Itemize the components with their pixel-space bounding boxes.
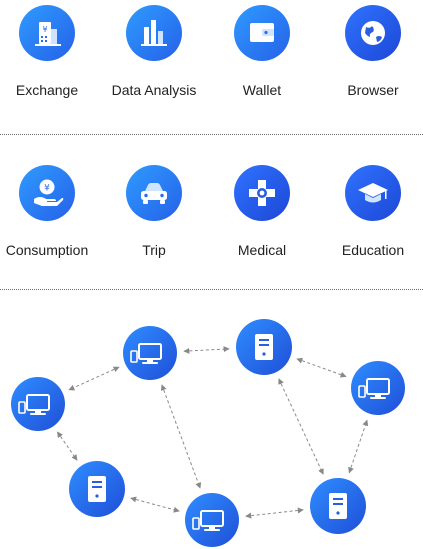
network-node-computer (351, 361, 405, 415)
network-node-computer (185, 493, 239, 547)
network-link-n1-n6 (160, 384, 202, 489)
medical-cross-icon (234, 165, 290, 221)
feature-label: Data Analysis (111, 82, 197, 98)
feature-row-1: ¥ Exchange Data Analysis W (0, 5, 423, 115)
feature-label: Exchange (15, 82, 79, 98)
network-link-n3-n5 (56, 431, 78, 461)
wallet-icon (234, 5, 290, 61)
feature-label: Education (341, 242, 405, 258)
bar-chart-icon (126, 5, 182, 61)
computer-node-circle (11, 377, 65, 431)
network-node-server (69, 461, 125, 517)
section-divider (0, 134, 423, 135)
network-links (56, 346, 369, 519)
feature-label: Wallet (242, 82, 282, 98)
feature-label: Trip (142, 242, 166, 258)
network-link-n6-n7 (245, 507, 304, 519)
server-icon (88, 476, 106, 502)
svg-text:¥: ¥ (44, 184, 50, 194)
network-link-n5-n6 (130, 496, 180, 513)
exchange-building-icon: ¥ (19, 5, 75, 61)
network-link-n7-n4 (348, 419, 369, 474)
feature-label: Consumption (5, 242, 89, 258)
network-diagram (11, 319, 405, 547)
car-icon (126, 165, 182, 221)
computer-icon (358, 378, 390, 399)
section-divider (0, 289, 423, 290)
network-link-n2-n4 (296, 357, 347, 378)
network-link-n1-n3 (68, 366, 120, 391)
network-node-computer (123, 326, 177, 380)
feature-row-2: ¥ Consumption Trip Medical (0, 165, 423, 275)
feature-label: Medical (237, 242, 287, 258)
globe-icon (345, 5, 401, 61)
svg-text:¥: ¥ (42, 25, 47, 34)
computer-node-circle (185, 493, 239, 547)
network-node-computer (11, 377, 65, 431)
graduation-cap-icon (345, 165, 401, 221)
network-link-n2-n7 (278, 378, 324, 475)
server-icon (255, 334, 273, 360)
computer-icon (192, 510, 224, 531)
computer-node-circle (351, 361, 405, 415)
feature-label: Browser (347, 82, 399, 98)
network-link-n1-n2 (183, 346, 230, 354)
computer-node-circle (123, 326, 177, 380)
network-node-server (236, 319, 292, 375)
network-nodes (11, 319, 405, 547)
computer-icon (130, 343, 162, 364)
network-node-server (310, 478, 366, 534)
computer-icon (18, 394, 50, 415)
coin-hand-icon: ¥ (19, 165, 75, 221)
server-icon (329, 493, 347, 519)
